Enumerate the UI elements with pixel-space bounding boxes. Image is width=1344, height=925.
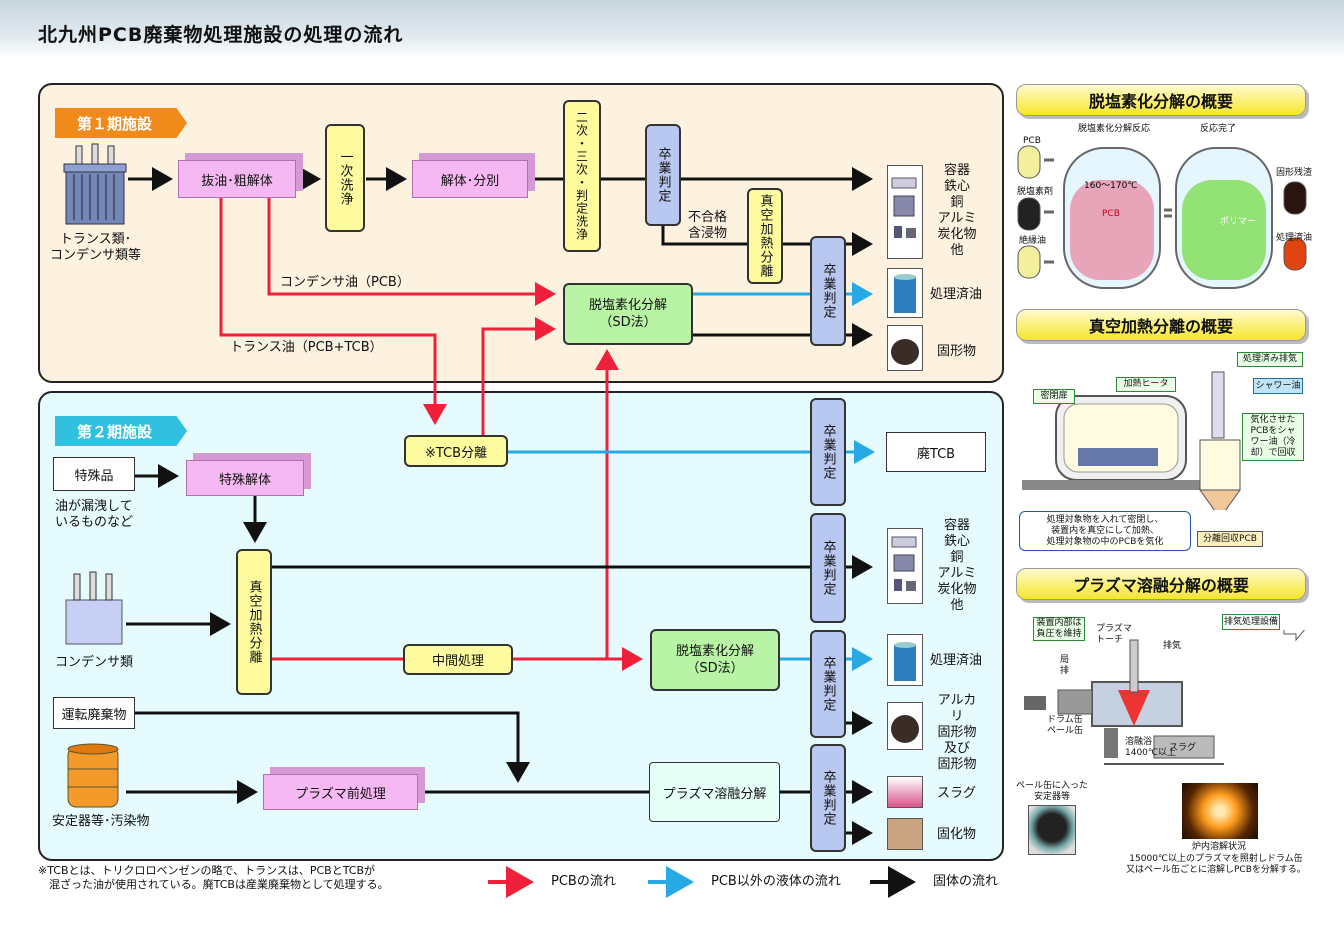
judge1-box: 卒業判定 bbox=[645, 124, 681, 226]
stabilizer-label: 安定器等･汚染物 bbox=[52, 814, 150, 829]
furnace-photo bbox=[1182, 783, 1258, 839]
wash1-box: 一次洗浄 bbox=[325, 124, 365, 232]
special-dismantle-box: 特殊解体 bbox=[186, 460, 304, 496]
capacitor-icon bbox=[65, 571, 123, 645]
solidified-icon bbox=[887, 818, 923, 850]
agent-label: 脱塩素剤 bbox=[1017, 187, 1054, 197]
drum-icon bbox=[67, 743, 119, 808]
judge-tcb-box: 卒業判定 bbox=[810, 398, 846, 506]
plasma-pre-box: プラズマ前処理 bbox=[263, 774, 418, 810]
vacuum-note: 処理対象物を入れて密閉し、 装置内を真空にして加熱、 処理対象物の中のPCBを気… bbox=[1019, 511, 1191, 551]
special-items-box: 特殊品 bbox=[53, 457, 135, 491]
special-note-label: 油が漏洩して いるものなど bbox=[55, 499, 134, 530]
exhaust-done-label: 処理済み排気 bbox=[1237, 352, 1303, 367]
vapor-note: 気化させた PCBをシャ ワー油（冷 却）で回収 bbox=[1242, 413, 1304, 461]
condenser-oil-label: コンデンサ油（PCB） bbox=[280, 275, 410, 290]
plasma-melt-box: プラズマ溶融分解 bbox=[649, 762, 780, 822]
phase2-oil-label: 処理済油 bbox=[930, 653, 983, 668]
phase1-metals-label: 容器 鉄心 銅 アルミ 炭化物 他 bbox=[937, 163, 977, 258]
pail-photo bbox=[1028, 805, 1076, 855]
exhaust-label: 排気 bbox=[1163, 641, 1182, 651]
slag-label: スラグ bbox=[937, 786, 977, 801]
phase2-tag: 第２期施設 bbox=[55, 416, 187, 446]
judge-plasma-box: 卒業判定 bbox=[810, 744, 846, 852]
plasma-overview-heading: プラズマ溶融分解の概要 bbox=[1016, 568, 1306, 600]
torch-label: プラズマ トーチ bbox=[1096, 624, 1132, 645]
fail-label: 不合格 含浸物 bbox=[688, 210, 728, 241]
metal-parts-icon bbox=[887, 165, 923, 259]
footnote: ※TCBとは、トリクロロベンゼンの略で、トランスは、PCBとTCBが 混ざった油… bbox=[38, 864, 389, 891]
page-title: 北九州PCB廃棄物処理施設の処理の流れ bbox=[38, 24, 404, 46]
legend-solid: 固体の流れ bbox=[933, 874, 999, 889]
heater-label: 加熱ヒータ bbox=[1116, 377, 1176, 392]
trans-oil-label: トランス油（PCB+TCB） bbox=[230, 340, 383, 355]
judge-oil-box: 卒業判定 bbox=[810, 630, 846, 738]
polymer-label: ポリマー bbox=[1220, 216, 1256, 227]
transformer-icon bbox=[63, 143, 127, 225]
furnace-label: 炉内溶解状況 bbox=[1192, 842, 1247, 852]
dechlor-temp: 160～170℃ bbox=[1084, 181, 1137, 191]
dismantle-box: 解体･分別 bbox=[412, 160, 528, 198]
drum-label: ドラム缶 ペール缶 bbox=[1047, 715, 1084, 736]
pail-label: ペール缶に入った 安定器等 bbox=[1016, 781, 1089, 802]
phase2-metal-parts-icon bbox=[887, 528, 923, 604]
plasma-note: 15000℃以上のプラズマを照射しドラム缶 又はペール缶ごとに溶解しPCBを分解… bbox=[1126, 854, 1306, 875]
solid-residue-label: 固形残渣 bbox=[1276, 168, 1313, 178]
intermediate-box: 中間処理 bbox=[403, 644, 513, 675]
door-label: 密閉扉 bbox=[1033, 389, 1075, 404]
legend-liquid: PCB以外の液体の流れ bbox=[711, 874, 841, 889]
plasma-diagram bbox=[1024, 630, 1305, 765]
phase1-source-label: トランス類･ コンデンサ類等 bbox=[50, 232, 142, 263]
title-bar bbox=[0, 0, 1344, 58]
phase1-oil-label: 処理済油 bbox=[930, 287, 983, 302]
vacuum-diagram bbox=[1022, 371, 1241, 510]
exhaust-equipment-label: 排気処理設備 bbox=[1222, 614, 1280, 630]
tcb-separation-box: ※TCB分離 bbox=[404, 435, 508, 467]
alkali-solid-icon bbox=[887, 702, 923, 750]
molten-label: 溶融浴 1400℃以上 bbox=[1125, 737, 1177, 758]
negative-pressure-label: 装置内部は 負圧を維持 bbox=[1033, 617, 1085, 641]
pcb-molecule-label: PCB bbox=[1102, 209, 1120, 219]
phase1-vacuum-box: 真空加熱分離 bbox=[747, 188, 783, 284]
alkali-solid-label: アルカリ 固形物 及び 固形物 bbox=[937, 693, 977, 772]
operation-waste-box: 運転廃棄物 bbox=[53, 697, 135, 729]
treated-oil-tank-icon bbox=[887, 268, 923, 318]
vacuum-overview-heading: 真空加熱分離の概要 bbox=[1016, 309, 1306, 341]
phase1-solid-label: 固形物 bbox=[937, 344, 977, 359]
dechlor-diagram: 160～170℃ PCB ポリマー bbox=[1017, 145, 1307, 289]
waste-tcb-box: 廃TCB bbox=[886, 432, 986, 472]
plasma-slag-label: スラグ bbox=[1169, 743, 1197, 753]
insulating-oil-label: 絶縁油 bbox=[1019, 236, 1047, 246]
reaction-done-label: 反応完了 bbox=[1200, 124, 1237, 134]
extract-box: 抜油･粗解体 bbox=[178, 160, 296, 198]
phase2-metals-label: 容器 鉄心 銅 アルミ 炭化物 他 bbox=[937, 518, 977, 613]
recovered-pcb-label: 分離回収PCB bbox=[1197, 531, 1263, 547]
capacitor-label: コンデンサ類 bbox=[55, 655, 134, 670]
local-exhaust-label: 局 排 bbox=[1060, 655, 1070, 676]
solidified-label: 固化物 bbox=[937, 827, 977, 842]
slag-icon bbox=[887, 776, 923, 808]
treated-oil-label: 処理済油 bbox=[1276, 233, 1313, 243]
dechlor-overview-heading: 脱塩素化分解の概要 bbox=[1016, 84, 1306, 116]
phase2-oil-tank-icon bbox=[887, 634, 923, 686]
phase1-tag: 第１期施設 bbox=[55, 108, 187, 138]
judge-metals-box: 卒業判定 bbox=[810, 513, 846, 623]
legend-pcb: PCBの流れ bbox=[551, 874, 616, 889]
shower-oil-label: シャワー油 bbox=[1253, 378, 1303, 394]
solid-residue-icon bbox=[887, 325, 923, 371]
phase2-dechlor-box: 脱塩素化分解 （SD法） bbox=[650, 629, 780, 691]
judge2-box: 卒業判定 bbox=[810, 236, 846, 346]
dechlor-reaction-label: 脱塩素化分解反応 bbox=[1078, 124, 1151, 134]
phase2-vacuum-box: 真空加熱分離 bbox=[236, 549, 272, 695]
pcb-label: PCB bbox=[1023, 136, 1041, 146]
wash2-box: 二次・三次・判定洗浄 bbox=[563, 100, 601, 252]
phase1-dechlor-box: 脱塩素化分解 （SD法） bbox=[563, 283, 693, 345]
